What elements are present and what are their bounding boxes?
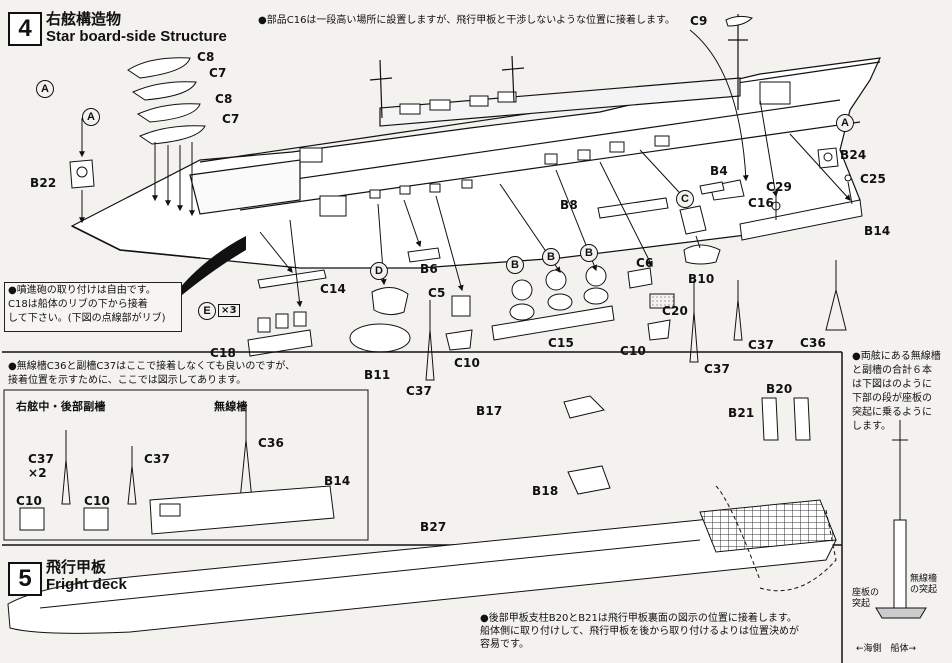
part-label: C8 [215,92,233,106]
step4-note-left: ●噴進砲の取り付けは自由です。 C18は船体のリブの下から接着 して下さい。(下… [8,285,166,324]
step4-number: 4 [8,12,42,46]
part-label: C36 [258,436,285,450]
note-box-left [4,282,182,332]
step5-title-jp: 飛行甲板 [46,558,107,576]
side-label-base: 座板の 突起 [852,588,880,609]
part-label: B20 [766,382,793,396]
step5-title-en: Fright deck [46,576,127,593]
part-label: C5 [428,286,446,300]
part-b22 [69,118,95,224]
step4-note-right: ●両舷にある無線檣 と副檣の合計６本 は下図はのように 下部の段が座板の 突起に… [852,351,941,432]
sub-box [3,389,369,541]
step4-note-top: ●部品C16は一段高い場所に設置しますが、飛行甲板と干渉しないような位置に接着し… [258,15,676,26]
circled-letter: B [580,244,598,262]
part-label: C37 [28,452,55,466]
sub-title-left: 右舷中・後部副檣 [16,400,106,413]
part-label: B17 [476,404,503,418]
circled-letter: C [676,190,694,208]
circled-letter: B [542,248,560,266]
circled-letter: E [198,302,216,320]
part-label: B24 [840,148,867,162]
hull-details [299,81,791,217]
boats [127,57,206,217]
part-label: C7 [209,66,227,80]
part-label: C14 [320,282,347,296]
part-label: C6 [636,256,654,270]
part-label: C7 [222,112,240,126]
part-label: C16 [748,196,775,210]
part-label: C20 [662,304,689,318]
step4-title-en: Star board-side Structure [46,28,227,45]
part-label: B10 [688,272,715,286]
qty-label: ×3 [218,304,240,317]
part-label: B14 [864,224,891,238]
circled-letter: A [836,114,854,132]
part-label: C10 [620,344,647,358]
part-label: B14 [324,474,351,488]
part-label: C9 [690,14,708,28]
qty-label: ×2 [28,466,47,480]
part-label: B4 [710,164,728,178]
part-label: C15 [548,336,575,350]
circled-letter: A [82,108,100,126]
part-label: C37 [748,338,775,352]
part-label: B27 [420,520,447,534]
side-label-mast: 無線檣 の突起 [910,574,938,595]
part-c9-shape [725,15,753,27]
part-label: C37 [406,384,433,398]
part-label: C36 [800,336,827,350]
part-label: C37 [704,362,731,376]
shadow-arc [170,236,246,300]
part-label: C8 [197,50,215,64]
sub-masts [19,410,335,535]
circled-letter: A [36,80,54,98]
step5-number: 5 [8,562,42,596]
side-label-bottom: ←海側 船体→ [856,644,917,654]
step4-note-mid: ●無線檣C36と副檣C37はここで接着しなくても良いのですが、 接着位置を示すた… [8,361,296,386]
part-label: B8 [560,198,578,212]
deck-parts [7,395,837,634]
right-parts [709,99,863,241]
part-label: C10 [454,356,481,370]
hull [70,57,881,269]
part-label: B18 [532,484,559,498]
exploded-parts [247,149,725,357]
step5-note: ●後部甲板支柱B20とB21は飛行甲板裏面の図示の位置に接着します。 船体側に取… [480,613,799,650]
part-label: B11 [364,368,391,382]
part-label: C37 [144,452,171,466]
part-label: C10 [84,494,111,508]
part-label: B21 [728,406,755,420]
right-mast-detail [875,420,927,619]
part-label: B22 [30,176,57,190]
part-label: B6 [420,262,438,276]
ship-masts [369,14,748,119]
circled-letter: D [370,262,388,280]
part-label: C29 [766,180,793,194]
circled-letter: B [506,256,524,274]
part-label: C18 [210,346,237,360]
lattice-masts [425,260,847,381]
sub-title-mid: 無線檣 [214,400,248,413]
step4-title-jp: 右舷構造物 [46,10,122,28]
part-label: C10 [16,494,43,508]
part-label: C25 [860,172,887,186]
